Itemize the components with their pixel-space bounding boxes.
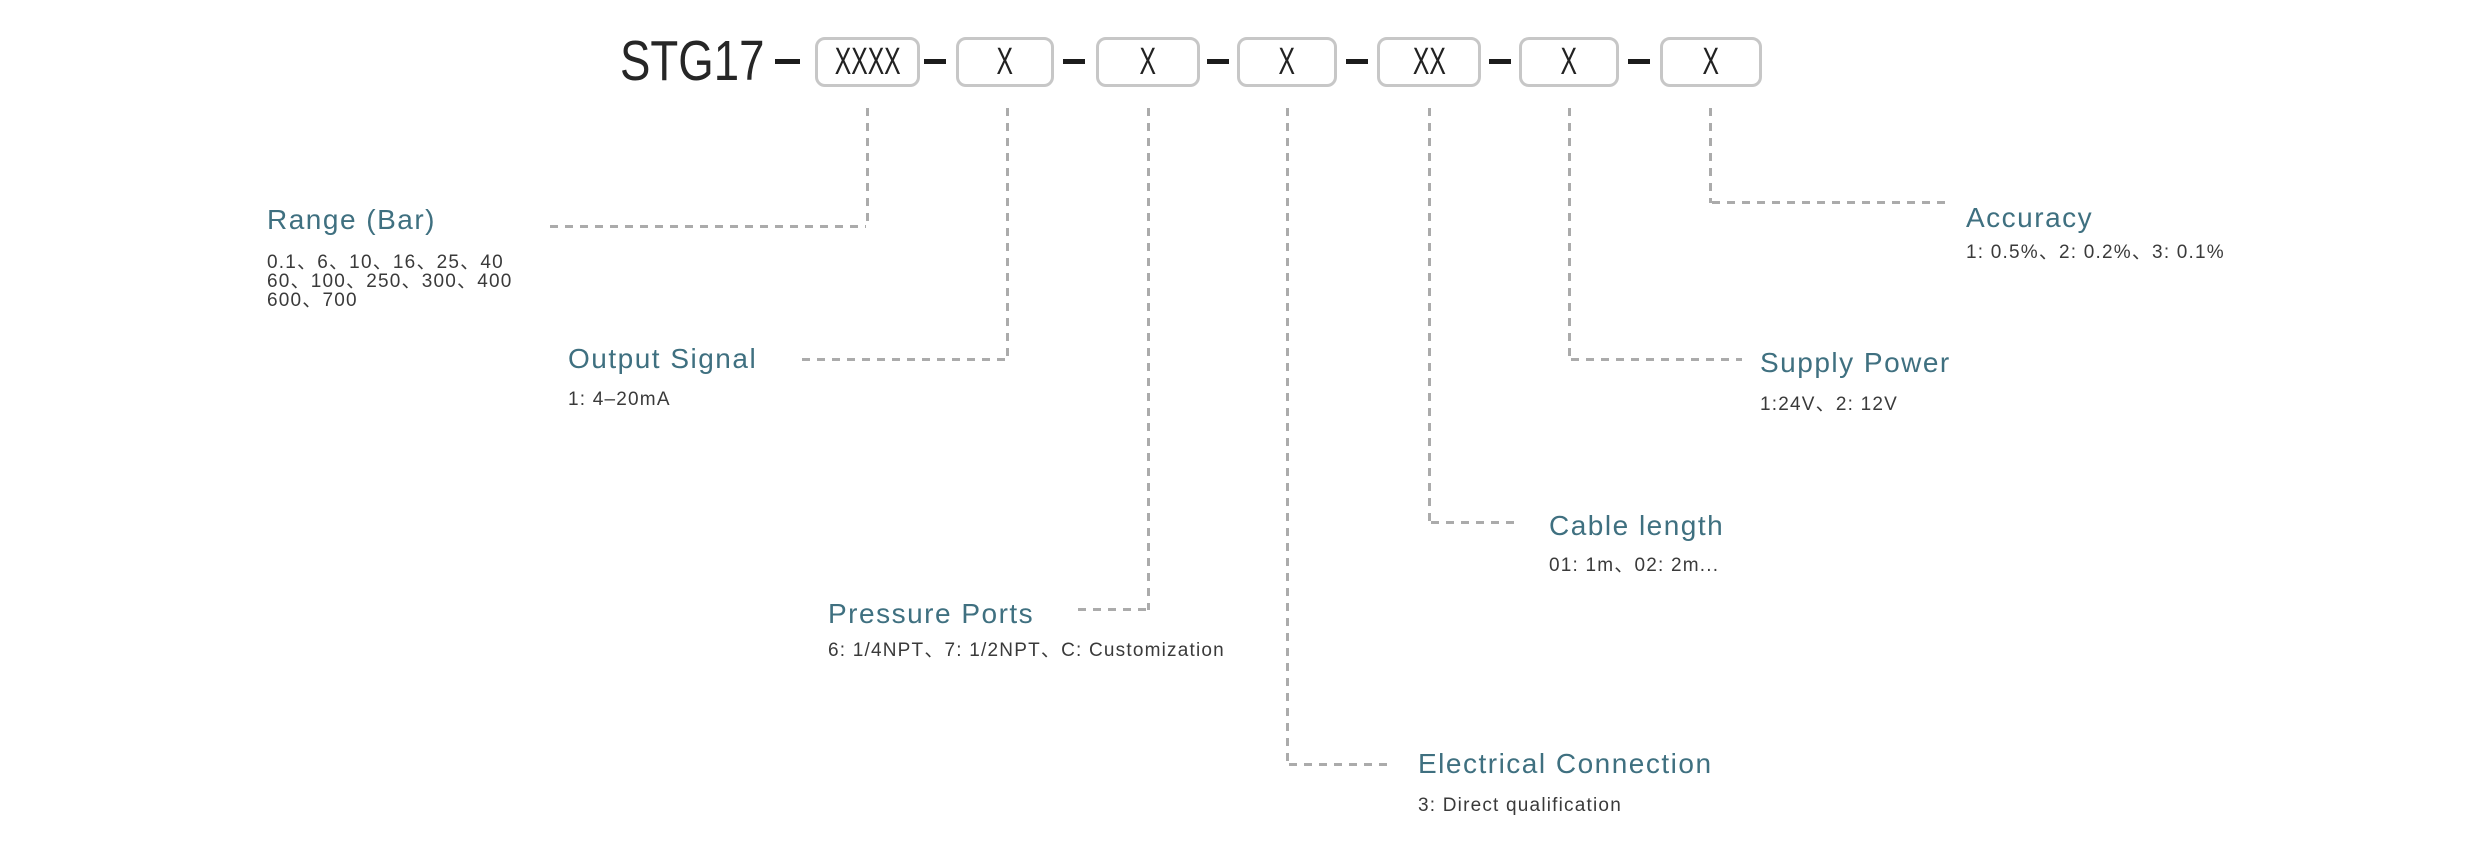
code-box-cable-length: XX xyxy=(1377,37,1481,87)
code-connector-dash xyxy=(1489,59,1511,64)
callout-range-desc-line: 60、100、250、300、400 xyxy=(267,271,513,292)
callout-pressure-ports: Pressure Ports 6: 1/4NPT、7: 1/2NPT、C: Cu… xyxy=(828,598,1225,660)
callout-supply-power-desc: 1:24V、2: 12V xyxy=(1760,394,1898,415)
callout-electrical-connection-label: Electrical Connection xyxy=(1418,748,1713,779)
callout-range: Range (Bar) 0.1、6、10、16、25、40 60、100、250… xyxy=(267,204,513,310)
callout-supply-power: Supply Power 1:24V、2: 12V xyxy=(1760,347,1951,414)
leader-hline-output-signal xyxy=(802,358,1006,361)
code-box-output-signal: X xyxy=(956,37,1054,87)
code-box-range-value: XXXX xyxy=(834,40,901,83)
code-connector-dash xyxy=(924,59,946,64)
leader-hline-supply-power xyxy=(1571,358,1742,361)
leader-vline-pressure-ports xyxy=(1147,108,1150,610)
callout-output-signal-desc: 1: 4–20mA xyxy=(568,389,671,410)
callout-supply-power-label: Supply Power xyxy=(1760,347,1951,378)
callout-pressure-ports-label: Pressure Ports xyxy=(828,598,1035,629)
callout-cable-length-label: Cable length xyxy=(1549,510,1725,541)
callout-pressure-ports-desc: 6: 1/4NPT、7: 1/2NPT、C: Customization xyxy=(828,640,1225,661)
callout-output-signal-label: Output Signal xyxy=(568,343,758,374)
code-box-electrical-connection: X xyxy=(1237,37,1337,87)
code-box-accuracy-value: X xyxy=(1702,40,1720,83)
code-box-cable-length-value: XX xyxy=(1412,40,1446,83)
leader-vline-output-signal xyxy=(1006,108,1009,360)
leader-vline-cable-length xyxy=(1428,108,1431,523)
leader-hline-accuracy xyxy=(1712,201,1952,204)
leader-hline-range xyxy=(550,225,866,228)
code-connector-dash xyxy=(1628,59,1650,64)
callout-accuracy-desc: 1: 0.5%、2: 0.2%、3: 0.1% xyxy=(1966,242,2225,263)
leader-vline-range xyxy=(866,108,869,227)
callout-range-desc: 0.1、6、10、16、25、40 60、100、250、300、400 600… xyxy=(267,253,513,310)
callout-electrical-connection: Electrical Connection 3: Direct qualific… xyxy=(1418,748,1713,815)
code-box-pressure-ports-value: X xyxy=(1139,40,1157,83)
callout-output-signal: Output Signal 1: 4–20mA xyxy=(568,343,757,409)
callout-accuracy-label: Accuracy xyxy=(1966,202,2094,233)
callout-electrical-connection-desc: 3: Direct qualification xyxy=(1418,795,1622,816)
code-box-output-signal-value: X xyxy=(996,40,1014,83)
code-connector-dash xyxy=(1346,59,1368,64)
leader-hline-pressure-ports xyxy=(1078,608,1147,611)
code-box-accuracy: X xyxy=(1660,37,1762,87)
code-box-pressure-ports: X xyxy=(1096,37,1200,87)
code-connector-dash xyxy=(775,59,800,64)
model-prefix: STG17 xyxy=(620,29,765,93)
leader-hline-electrical-connection xyxy=(1289,763,1393,766)
leader-vline-supply-power xyxy=(1568,108,1571,360)
leader-hline-cable-length xyxy=(1431,521,1520,524)
callout-range-desc-line: 0.1、6、10、16、25、40 xyxy=(267,252,504,273)
leader-vline-electrical-connection xyxy=(1286,108,1289,765)
callout-cable-length: Cable length 01: 1m、02: 2m... xyxy=(1549,510,1724,575)
callout-cable-length-desc: 01: 1m、02: 2m... xyxy=(1549,555,1720,576)
code-connector-dash xyxy=(1063,59,1085,64)
code-box-range: XXXX xyxy=(815,37,920,87)
code-box-electrical-connection-value: X xyxy=(1278,40,1296,83)
code-connector-dash xyxy=(1207,59,1229,64)
callout-range-label: Range (Bar) xyxy=(267,204,437,235)
callout-accuracy: Accuracy 1: 0.5%、2: 0.2%、3: 0.1% xyxy=(1966,202,2225,262)
code-box-supply-power: X xyxy=(1519,37,1619,87)
leader-vline-accuracy xyxy=(1709,108,1712,203)
callout-range-desc-line: 600、700 xyxy=(267,290,358,311)
code-box-supply-power-value: X xyxy=(1560,40,1578,83)
